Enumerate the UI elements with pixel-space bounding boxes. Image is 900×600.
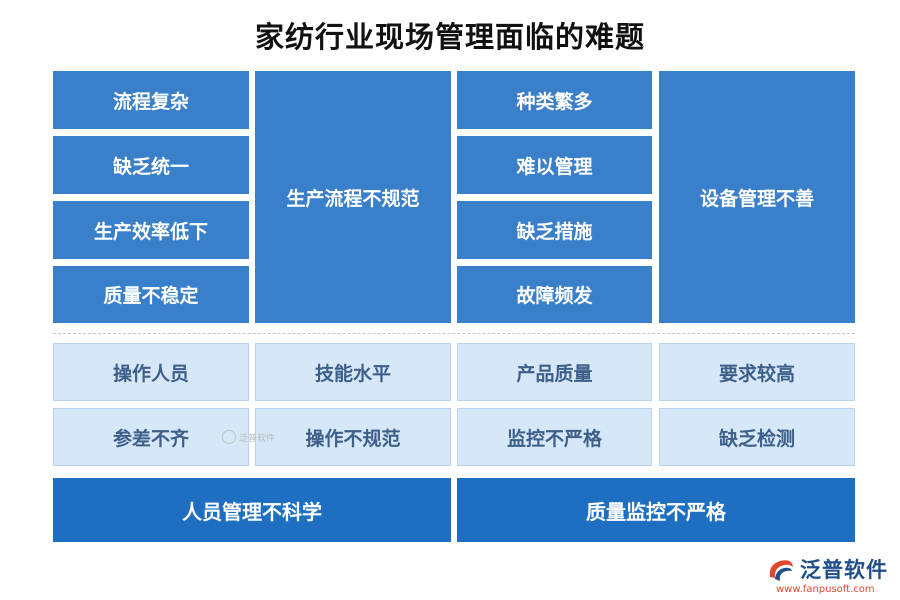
issue-box-no-measures: 缺乏措施 [457, 201, 652, 259]
issue-box-high-requirements: 要求较高 [659, 343, 855, 401]
issue-box-low-efficiency: 生产效率低下 [53, 201, 249, 259]
issue-box-hard-to-manage: 难以管理 [457, 136, 652, 194]
issue-box-flow-complex: 流程复杂 [53, 71, 249, 129]
issue-box-no-inspection: 缺乏检测 [659, 408, 855, 466]
watermark: 泛普软件 [222, 430, 275, 444]
issue-box-operators: 操作人员 [53, 343, 249, 401]
dashed-divider [53, 333, 855, 334]
watermark-logo-icon [222, 430, 236, 444]
issue-box-many-types: 种类繁多 [457, 71, 652, 129]
watermark-text: 泛普软件 [239, 433, 276, 444]
summary-box-personnel-management: 人员管理不科学 [53, 478, 451, 542]
issue-box-product-quality: 产品质量 [457, 343, 652, 401]
issue-box-uneven: 参差不齐 [53, 408, 249, 466]
issue-box-loose-monitoring: 监控不严格 [457, 408, 652, 466]
issue-box-unstable-quality: 质量不稳定 [53, 266, 249, 323]
category-box-equipment-management: 设备管理不善 [659, 71, 855, 323]
category-box-production-process: 生产流程不规范 [255, 71, 451, 323]
logo-text: 泛普软件 [800, 558, 888, 582]
summary-box-quality-monitoring: 质量监控不严格 [457, 478, 855, 542]
issue-box-frequent-faults: 故障频发 [457, 266, 652, 323]
fanpu-logo-icon [769, 560, 793, 581]
brand-logo: 泛普软件 [766, 554, 888, 584]
issue-box-irregular-operation: 操作不规范 [255, 408, 451, 466]
issue-box-skill-level: 技能水平 [255, 343, 451, 401]
page-title: 家纺行业现场管理面临的难题 [254, 20, 645, 54]
logo-url: www.fanpusoft.com [776, 584, 875, 595]
issue-box-no-unity: 缺乏统一 [53, 136, 249, 194]
